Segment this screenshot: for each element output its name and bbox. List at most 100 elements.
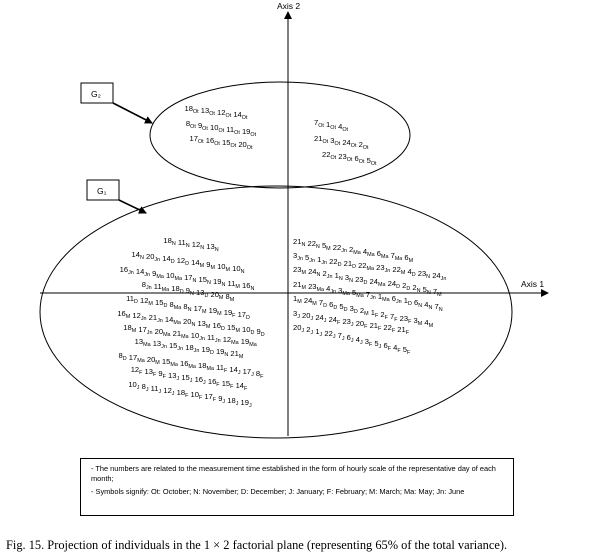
- point-month-subscript: Jn: [161, 344, 167, 350]
- point-month-subscript: F: [216, 382, 220, 388]
- point-label: 8: [119, 351, 123, 360]
- point-month-subscript: Jn: [157, 318, 163, 324]
- group-g2-ellipse: [149, 81, 411, 189]
- point-label: 5: [364, 156, 370, 165]
- point-month-subscript: M: [409, 258, 414, 264]
- g1-left-row-6: 16M 12Jn 21Jn 14Ma 20N 13M 16D 15M 10D 9…: [117, 309, 264, 338]
- point-month-subscript: J: [159, 389, 162, 395]
- point-label: 19: [199, 345, 210, 354]
- point-label: 20: [354, 319, 365, 328]
- point-month-subscript: J: [351, 338, 354, 344]
- g1-left-row-11: 10J 8J 11J 12J 18F 10F 17F 9J 18J 19J: [128, 380, 252, 409]
- point-month-subscript: Jn: [128, 270, 134, 276]
- point-month-subscript: N: [316, 244, 320, 250]
- point-label: 5: [337, 302, 343, 311]
- point-month-subscript: M: [401, 270, 406, 276]
- note-symbols: - Symbols signify: Ot: October; N: Novem…: [91, 487, 465, 497]
- point-month-subscript: Jn: [199, 336, 205, 342]
- point-month-subscript: F: [388, 346, 392, 352]
- g2-right-row-2: 21Ot 3Ot 24Ot 2Ot: [314, 134, 369, 151]
- point-month-subscript: F: [407, 350, 411, 356]
- point-month-subscript: F: [408, 319, 412, 325]
- point-month-subscript: Ma: [317, 287, 325, 293]
- point-month-subscript: Ot: [363, 145, 369, 151]
- point-label: 6: [412, 298, 418, 307]
- point-month-subscript: Ma: [163, 332, 171, 338]
- point-month-subscript: Ma: [367, 252, 375, 258]
- point-month-subscript: Jn: [177, 346, 183, 352]
- g2-right-row-1: 7Ot 1Ot 4Ot: [314, 118, 349, 133]
- point-month-subscript: M: [235, 284, 240, 290]
- point-month-subscript: Ma: [342, 291, 350, 297]
- point-month-subscript: Ot: [231, 143, 237, 149]
- point-month-subscript: M: [437, 292, 442, 298]
- point-label: 2: [320, 269, 326, 278]
- point-month-subscript: Jn: [309, 258, 315, 264]
- point-label: 22: [390, 265, 401, 274]
- point-label: 8: [167, 300, 173, 309]
- group-g2-label-box: [80, 82, 114, 104]
- point-month-subscript: Jn: [441, 276, 447, 282]
- point-label: 1: [402, 296, 408, 305]
- point-label: 13: [151, 339, 162, 348]
- point-month-subscript: J: [238, 370, 241, 376]
- point-month-subscript: Ma: [162, 287, 170, 293]
- point-label: 2: [378, 310, 384, 319]
- point-label: 16: [117, 309, 125, 318]
- point-month-subscript: N: [207, 280, 211, 286]
- point-label: 14: [160, 254, 171, 263]
- point-month-subscript: D: [221, 326, 225, 332]
- group-g1-ellipse: [39, 185, 513, 439]
- point-month-subscript: J: [146, 387, 149, 393]
- point-label: 4: [354, 335, 360, 344]
- point-month-subscript: F: [232, 313, 236, 319]
- point-month-subscript: D: [364, 280, 368, 286]
- point-month-subscript: Jn: [297, 256, 303, 262]
- g1-left-row-4: 8Jn 11Ma 18D 9N 13D 20M 8M: [142, 280, 235, 303]
- point-month-subscript: Ot: [318, 123, 324, 129]
- point-month-subscript: J: [311, 316, 314, 322]
- point-label: 7: [317, 298, 323, 307]
- point-label: 10: [230, 264, 241, 273]
- group-g1-label: G₁: [97, 186, 107, 196]
- point-label: 22: [381, 323, 392, 332]
- point-month-subscript: M: [312, 301, 317, 307]
- point-label: 8: [142, 280, 146, 289]
- point-month-subscript: N: [429, 305, 433, 311]
- point-label: 5: [303, 253, 309, 262]
- point-month-subscript: Jn: [144, 272, 150, 278]
- point-label: 15: [153, 298, 164, 307]
- group-g1-label-box: [86, 179, 120, 201]
- point-month-subscript: J: [251, 372, 254, 378]
- point-label: 11: [149, 384, 159, 393]
- point-month-subscript: Jn: [215, 338, 221, 344]
- g1-right-row-1: 21N 22N 5M 22Jn 2Ma 4Ma 6Ma 7Ma 6M: [293, 237, 414, 264]
- point-label: 22: [331, 243, 342, 252]
- point-label: 3: [343, 273, 349, 282]
- point-month-subscript: Jn: [385, 268, 391, 274]
- point-month-subscript: M: [126, 314, 131, 320]
- point-label: 23: [398, 314, 409, 323]
- point-month-subscript: N: [215, 247, 219, 253]
- point-month-subscript: F: [378, 326, 382, 332]
- point-label: 24: [386, 279, 397, 288]
- point-month-subscript: Ma: [356, 293, 364, 299]
- point-label: 18: [183, 343, 194, 352]
- point-label: 4: [361, 247, 367, 256]
- point-month-subscript: J: [172, 391, 175, 397]
- point-label: 20: [153, 327, 164, 336]
- point-label: 13: [142, 367, 153, 376]
- point-label: 12: [221, 335, 232, 344]
- point-label: 7: [432, 302, 438, 311]
- point-month-subscript: D: [123, 356, 127, 362]
- point-label: 12: [175, 256, 186, 265]
- point-month-subscript: J: [137, 385, 140, 391]
- point-label: 3: [411, 316, 417, 325]
- point-month-subscript: Ot: [202, 126, 208, 132]
- point-month-subscript: Ot: [351, 143, 357, 149]
- point-month-subscript: F: [185, 393, 189, 399]
- point-label: 16: [240, 281, 251, 290]
- point-label: 7: [314, 118, 318, 127]
- point-month-subscript: N: [418, 303, 422, 309]
- point-label: 6: [375, 249, 381, 258]
